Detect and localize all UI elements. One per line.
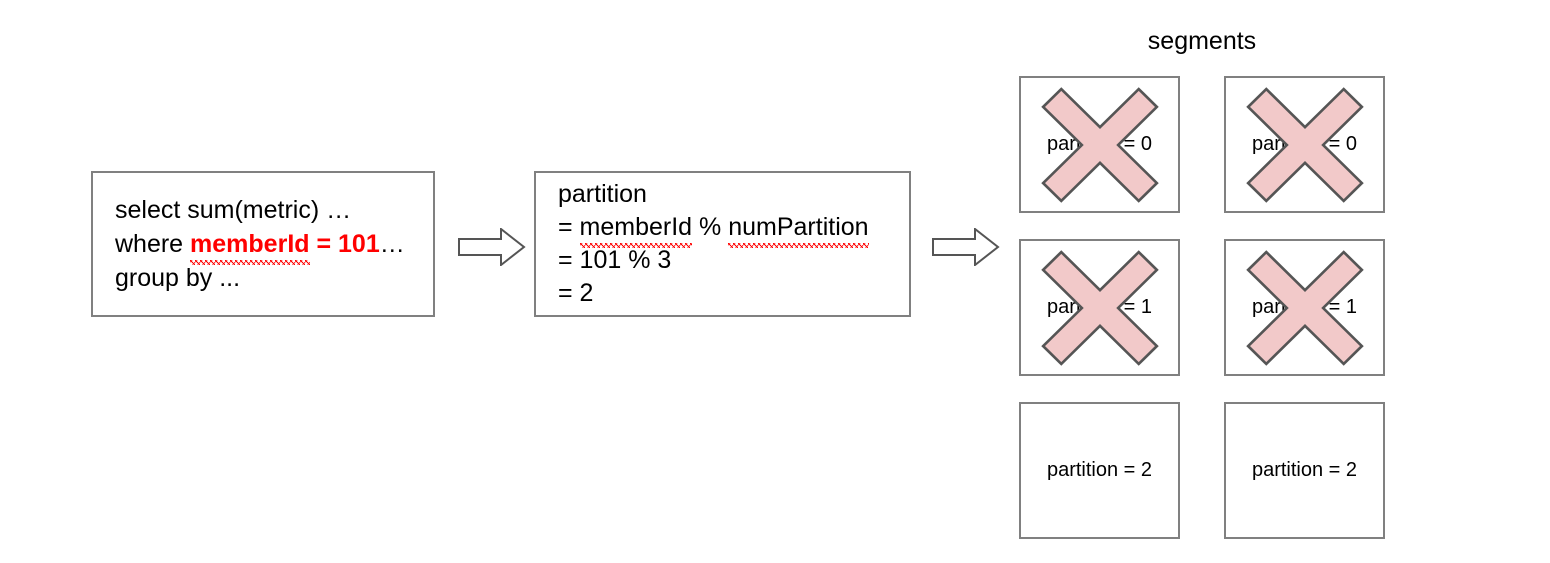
query-highlight-rest: = 101 [309,230,380,258]
arrow-calc-to-segments [932,226,1000,271]
segment-label: partition = 1 [1251,296,1358,318]
segment-cell[interactable]: partition = 0 [1224,76,1385,213]
squiggle-memberid: memberId [190,227,311,265]
segment-cell[interactable]: partition = 2 [1224,402,1385,539]
arrow-right-icon [458,226,526,268]
segment-label: partition = 2 [1251,459,1358,481]
segment-cell[interactable]: partition = 1 [1019,239,1180,376]
calc-line-2-eq: = [558,213,580,241]
query-line-1: select sum(metric) … [115,196,352,224]
calc-line-1: partition [558,180,647,208]
calc-line-3: = 101 % 3 [558,246,672,274]
segment-label: partition = 0 [1251,133,1358,155]
segment-label: partition = 2 [1046,459,1153,481]
segment-cell[interactable]: partition = 0 [1019,76,1180,213]
query-line-2-suffix: … [379,230,405,258]
segment-cell[interactable]: partition = 1 [1224,239,1385,376]
segments-title: segments [1147,27,1257,55]
squiggle-memberid-calc: memberId [579,211,692,248]
calc-line-4: = 2 [558,279,594,307]
calc-line-2-op: % [692,213,729,241]
segments-grid: partition = 0 partition = 0 partition = … [1019,76,1385,539]
calc-line-2: = memberId % numPartition [558,211,909,248]
segment-cell[interactable]: partition = 2 [1019,402,1180,539]
query-highlight-memberid: memberId = 101 [190,227,380,265]
segment-label: partition = 1 [1046,296,1153,318]
partition-calculation-box: partition = memberId % numPartition = 10… [534,171,911,317]
query-line-3: group by ... [115,264,241,292]
squiggle-numpartition: numPartition [728,211,869,248]
segment-label: partition = 0 [1046,133,1153,155]
sql-query-box: select sum(metric) … where memberId = 10… [91,171,435,317]
arrow-query-to-calc [458,226,526,271]
arrow-right-icon [932,226,1000,268]
query-line-2: where memberId = 101… [115,227,433,265]
query-line-2-prefix: where [115,230,191,258]
